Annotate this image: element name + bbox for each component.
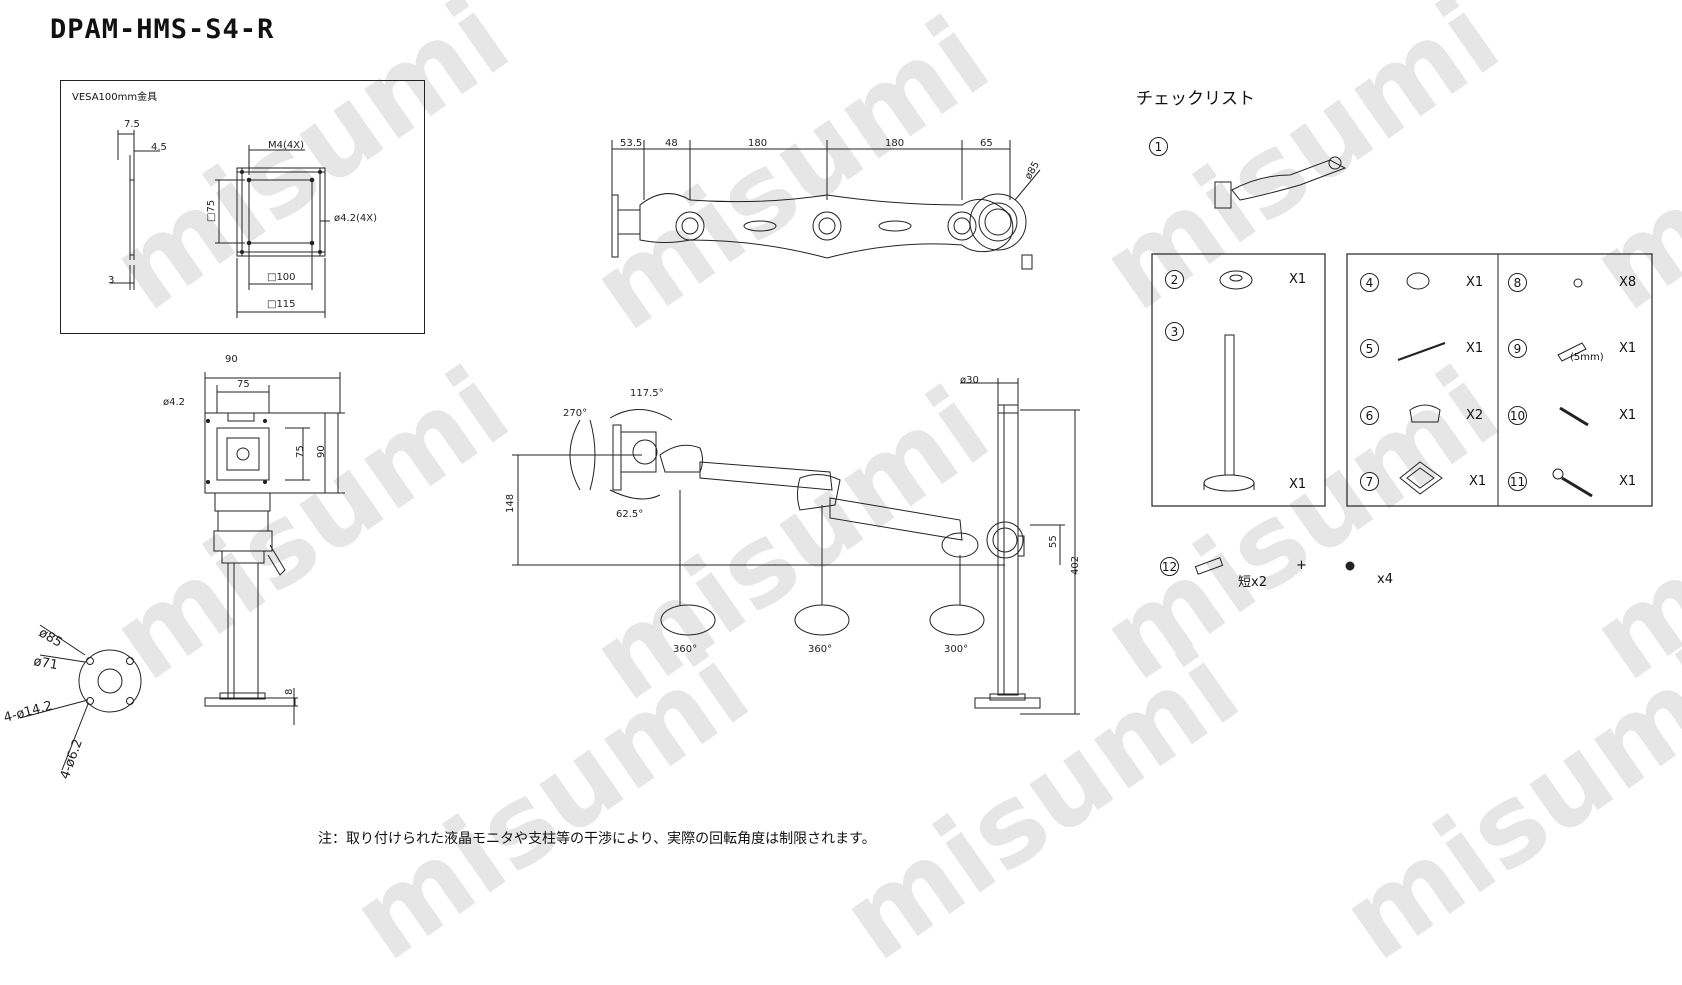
dim-top-48: 48 xyxy=(665,138,678,149)
dim-base-71: ø71 xyxy=(32,654,59,673)
dim-top-180-a: 180 xyxy=(748,138,767,149)
dim-4-5: 4.5 xyxy=(151,142,167,153)
dim-base-14-2: 4-ø14.2 xyxy=(2,698,54,725)
part-number: 2 xyxy=(1165,270,1184,289)
dim-front-h75: 75 xyxy=(295,445,306,458)
dim-75-sq: □75 xyxy=(206,200,217,222)
part-number: 11 xyxy=(1508,472,1527,491)
part-qty: X1 xyxy=(1466,275,1484,290)
dim-side-55: 55 xyxy=(1048,535,1059,548)
part-6-clip xyxy=(1409,404,1441,423)
part-2-cap xyxy=(1219,270,1253,290)
dim-base-85: ø85 xyxy=(36,625,65,650)
part-number: 10 xyxy=(1508,406,1527,425)
part-12-screw xyxy=(1345,561,1355,571)
part-qty: X8 xyxy=(1619,275,1637,290)
part-12-spacer xyxy=(1194,557,1224,575)
part-qty: x4 xyxy=(1377,572,1393,587)
side-view-arm xyxy=(512,378,1080,715)
part-4-plug xyxy=(1406,272,1430,290)
dim-3: 3 xyxy=(108,275,114,286)
hexkey-size-note: (5mm) xyxy=(1570,352,1604,363)
part-9-hexkey xyxy=(1557,342,1587,362)
part-11-handle xyxy=(1552,468,1564,480)
part-number: 9 xyxy=(1508,339,1527,358)
dim-m4: M4(4X) xyxy=(268,140,304,151)
part-qty: X1 xyxy=(1466,341,1484,356)
dim-115-sq: □115 xyxy=(267,299,296,310)
checklist-box-left xyxy=(1151,253,1326,507)
dim-4-2-holes: ø4.2(4X) xyxy=(334,213,377,224)
base-view xyxy=(19,624,142,771)
part-number: 12 xyxy=(1160,557,1179,576)
vesa-side-profile xyxy=(110,130,160,290)
page-title: DPAM-HMS-S4-R xyxy=(50,14,275,45)
dim-side-30: ø30 xyxy=(960,375,979,386)
part-1-arm xyxy=(1214,156,1347,209)
part-3-pole xyxy=(1203,334,1255,492)
checklist-title: チェックリスト xyxy=(1136,89,1255,109)
drawing-svg: 7.5 4.5 3 M4(4X) □75 ø4.2(4X) □100 □115 … xyxy=(2,119,1653,781)
angle-rot-3: 300° xyxy=(944,644,968,655)
footer-note: 注：取り付けられた液晶モニタや支柱等の干渉により、実際の回転角度は制限されます。 xyxy=(318,831,876,847)
dim-base-6-2: 4-ø6.2 xyxy=(58,737,86,781)
angle-270: 270° xyxy=(563,408,587,419)
part-number: 4 xyxy=(1360,273,1379,292)
angle-rot-2: 360° xyxy=(808,644,832,655)
vesa-plate-front xyxy=(215,145,330,318)
part-qty: X1 xyxy=(1619,408,1637,423)
part-number: 7 xyxy=(1360,472,1379,491)
part-7-plate xyxy=(1399,461,1443,495)
part-qty: X2 xyxy=(1466,408,1484,423)
dim-100-sq: □100 xyxy=(267,272,296,283)
dim-7-5: 7.5 xyxy=(124,119,140,130)
part-number: 1 xyxy=(1149,137,1168,156)
part-qty: 短x2 xyxy=(1238,575,1267,590)
part-qty: X1 xyxy=(1619,341,1637,356)
part-qty: X1 xyxy=(1469,474,1487,489)
dim-top-53-5: 53.5 xyxy=(620,138,642,149)
dim-front-8: 8 xyxy=(284,689,295,695)
dim-front-4-2: ø4.2 xyxy=(163,397,185,408)
dim-front-90: 90 xyxy=(225,354,238,365)
part-5-tie xyxy=(1397,342,1446,361)
front-view-mount xyxy=(204,372,345,725)
dim-front-75: 75 xyxy=(237,379,250,390)
part-number: 6 xyxy=(1360,406,1379,425)
part-10-bolt xyxy=(1559,406,1589,427)
vesa-label: VESA100mm金具 xyxy=(72,92,158,103)
dim-top-65: 65 xyxy=(980,138,993,149)
vesa-holes xyxy=(240,170,322,254)
dim-side-148: 148 xyxy=(505,494,516,513)
top-view-arm xyxy=(611,140,1041,270)
part-qty: X1 xyxy=(1289,477,1307,492)
part-number: 5 xyxy=(1360,339,1379,358)
part-qty: X1 xyxy=(1289,272,1307,287)
part-8-screw xyxy=(1573,278,1583,288)
part-number: 3 xyxy=(1165,322,1184,341)
angle-rot-1: 360° xyxy=(673,644,697,655)
part-qty: X1 xyxy=(1619,474,1637,489)
angle-117-5: 117.5° xyxy=(630,388,664,399)
angle-62-5: 62.5° xyxy=(616,509,643,520)
dim-front-h90: 90 xyxy=(316,445,327,458)
part-number: 8 xyxy=(1508,273,1527,292)
dim-top-180-b: 180 xyxy=(885,138,904,149)
vesa-detail-box xyxy=(60,80,425,334)
dim-side-402: 402 xyxy=(1070,556,1081,575)
part-plus: + xyxy=(1296,558,1307,573)
checklist-box-right xyxy=(1346,253,1653,507)
